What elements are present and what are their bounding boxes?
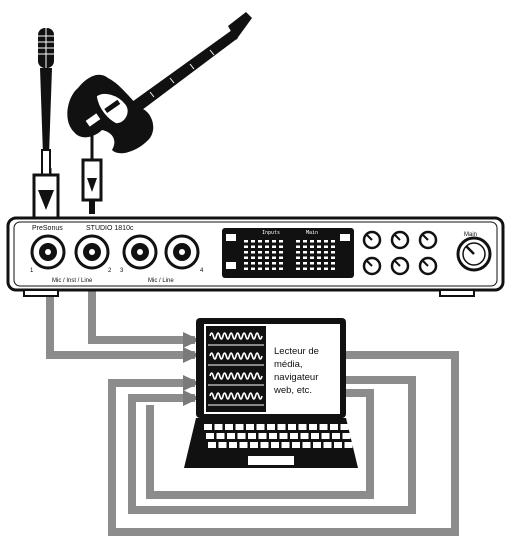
group-label-mic-inst-line: Mic / Inst / Line [52, 278, 93, 284]
screen-text-line-1: Lecteur de [274, 346, 319, 357]
arrows [183, 332, 200, 406]
return-cable-middle [128, 376, 416, 514]
return-cable-inner [146, 389, 374, 499]
audio-interface: PreSonus STUDIO 1810c 1 2 3 4 Mic / Inst… [6, 216, 505, 297]
mic-cable [46, 290, 195, 359]
knob-3[interactable] [418, 230, 438, 250]
knob-1[interactable] [362, 230, 382, 250]
arrow-4 [183, 390, 200, 406]
laptop-icon: Lecteur de média, navigateur web, etc. [184, 318, 358, 468]
combo-jack-4[interactable] [164, 234, 200, 270]
microphone-icon [32, 28, 60, 237]
small-knobs [362, 230, 438, 276]
input-number-2: 2 [108, 268, 112, 274]
meter-left-label: Inputs [262, 230, 280, 236]
screen-text-line-3: navigateur [274, 372, 318, 383]
arrow-2 [183, 347, 200, 363]
combo-jack-1[interactable] [30, 234, 66, 270]
screen-text-line-4: web, etc. [273, 385, 312, 396]
input-number-4: 4 [200, 268, 204, 274]
arrow-1 [183, 332, 200, 348]
main-knob-label: Main [464, 232, 477, 238]
meter-right-label: Main [306, 230, 318, 236]
model-label: STUDIO 1810c [86, 225, 134, 232]
combo-jack-2[interactable] [74, 234, 110, 270]
input-number-1: 1 [30, 268, 34, 274]
return-cable-outer [108, 351, 459, 536]
group-label-mic-line: Mic / Line [148, 278, 174, 284]
input-number-3: 3 [120, 268, 124, 274]
combo-jack-3[interactable] [122, 234, 158, 270]
guitar-cable [88, 290, 195, 344]
main-volume-knob[interactable]: Main [456, 232, 492, 272]
electric-guitar-icon [67, 12, 252, 214]
meter-display: Inputs Main [222, 228, 354, 278]
knob-5[interactable] [390, 256, 410, 276]
knob-6[interactable] [418, 256, 438, 276]
brand-label: PreSonus [32, 225, 63, 232]
trackpad [248, 456, 294, 465]
arrow-3 [183, 375, 200, 391]
screen-text-line-2: média, [274, 359, 303, 370]
knob-4[interactable] [362, 256, 382, 276]
knob-2[interactable] [390, 230, 410, 250]
